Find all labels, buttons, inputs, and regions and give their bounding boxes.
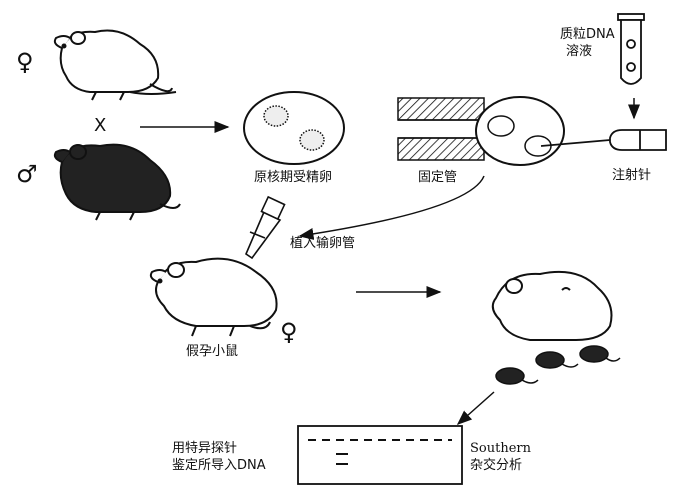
pup-mouse-icon [495, 367, 539, 385]
transfer-arrow [298, 175, 485, 240]
transfer-pipette-icon [245, 195, 286, 260]
male-mouse-icon [53, 143, 181, 221]
zygote-label: 原核期受精卵 [254, 170, 333, 185]
female-symbol: ♀ [280, 318, 298, 346]
cross-symbol: X [94, 115, 107, 136]
pup-mouse-icon [579, 345, 621, 363]
male-symbol: ♂ [16, 160, 38, 188]
probe-label: 用特异探针鉴定所导入DNA [172, 441, 266, 473]
gel-blot-icon [297, 425, 463, 485]
test-tube-icon [617, 13, 645, 85]
female-symbol: ♀ [16, 48, 34, 76]
needle-label: 注射针 [612, 168, 652, 183]
zygote-icon [243, 91, 345, 165]
held-egg-icon [475, 96, 565, 166]
mother-mouse-icon [491, 270, 613, 341]
holding-pipette-icon [397, 97, 485, 161]
implant-label: 植入输卵管 [290, 236, 356, 251]
syringe-icon [540, 129, 667, 151]
pseudopregnant-mouse-icon [149, 257, 278, 337]
pseudopregnant-label: 假孕小鼠 [186, 344, 239, 359]
pup-mouse-icon [535, 351, 579, 369]
holding-pipette-label: 固定管 [418, 170, 458, 185]
female-mouse-icon [53, 29, 177, 101]
analysis-arrow [456, 391, 495, 425]
